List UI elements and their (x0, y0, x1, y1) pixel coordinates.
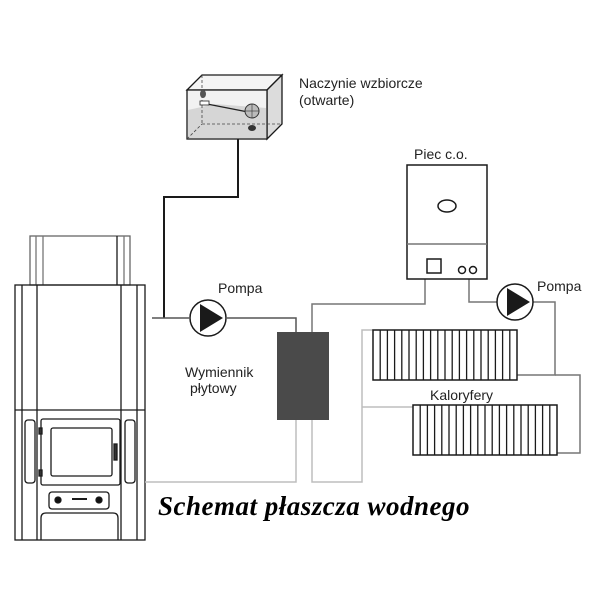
plate-heat-exchanger (277, 332, 329, 420)
secondary-circuit-pipes (311, 279, 581, 483)
pump-right (496, 283, 534, 321)
diagram-title: Schemat płaszcza wodnego (158, 491, 470, 521)
exchanger-sublabel: płytowy (190, 380, 237, 396)
radiator-upper (372, 329, 518, 381)
pump-left-label: Pompa (218, 280, 263, 296)
radiator-lower (412, 404, 558, 456)
boiler (406, 164, 488, 280)
expansion-vessel-sublabel: (otwarte) (299, 92, 354, 108)
expansion-pipe (163, 139, 239, 318)
boiler-label: Piec c.o. (414, 146, 468, 162)
radiators-label: Kaloryfery (430, 387, 493, 403)
pump-right-label: Pompa (537, 278, 582, 294)
pump-left (189, 299, 227, 337)
exchanger-label: Wymiennik (185, 364, 254, 380)
fireplace-stove (14, 235, 146, 541)
expansion-vessel-label: Naczynie wzbiorcze (299, 75, 423, 91)
primary-circuit-pipes (145, 317, 297, 483)
expansion-vessel (185, 73, 284, 141)
